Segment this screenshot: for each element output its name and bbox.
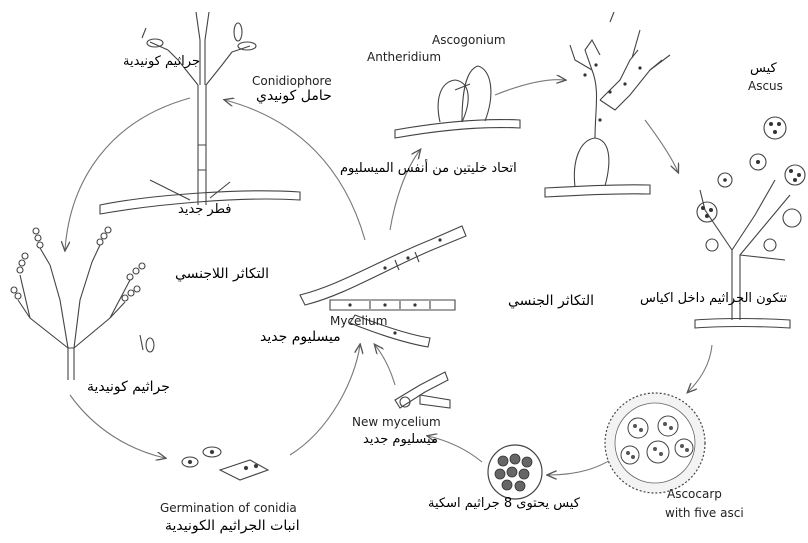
arrow-conidia-to-germination [70,395,165,458]
fusion-drawing [545,12,670,197]
arrow-fusion-to-asci [645,120,678,172]
label-germination-en: Germination of conidia [160,502,297,514]
ascus-eight-spores-drawing [488,445,542,499]
ascocarp-drawing [605,393,705,493]
arrow-gametangia-to-fusion [495,80,565,95]
label-ascocarp-en: Ascocarp [667,488,722,500]
conidia-tree-drawing [11,227,154,380]
label-new-fungus-ar: فطر جديد [178,203,232,216]
label-conidiophore-ar: حامل كونيدي [256,89,332,103]
label-conidiophore-en: Conidiophore [252,75,332,87]
conidiophore-drawing [100,12,300,214]
arrow-newmycelium-to-mycelium [375,345,395,385]
label-conidia-top-ar: جراثيم كونيدية [123,55,200,68]
label-ascus-ar: كيس [750,62,777,75]
label-asexual-reproduction: التكاثر اللاجنسي [175,267,269,281]
label-ascus-8-spores-ar: كيس يحتوى 8 جراثيم اسكية [428,497,580,510]
label-sexual-reproduction: التكاثر الجنسي [508,294,594,308]
label-union-of-cells-ar: اتحاد خليتين من أنفس الميسليوم [340,162,517,175]
new-mycelium-drawing [395,372,450,408]
label-new-mycelium-ar-left: ميسليوم جديد [260,330,341,344]
arrow-germination-to-mycelium [290,345,360,455]
label-ascogonium-en: Ascogonium [432,34,506,46]
arrow-asci-to-ascocarp [688,345,712,392]
label-spores-in-asci-ar: تتكون الجراثيم داخل اكياس [640,292,787,305]
arrow-conidiophore-to-conidia [65,98,190,250]
label-ascocarp-five-asci-en: with five asci [665,507,744,519]
gametangia-drawing [395,66,520,138]
label-new-mycelium-en: New mycelium [352,416,441,428]
label-antheridium-en: Antheridium [367,51,441,63]
label-germination-ar: انبات الجراثيم الكونيدية [165,519,300,533]
label-conidia-spores-ar: جراثيم كونيدية [87,380,170,394]
label-new-mycelium-ar: ميسليوم جديد [363,433,438,446]
label-mycelium-en: Mycelium [330,315,387,327]
label-ascus-en: Ascus [748,80,783,92]
germination-drawing [182,447,268,480]
